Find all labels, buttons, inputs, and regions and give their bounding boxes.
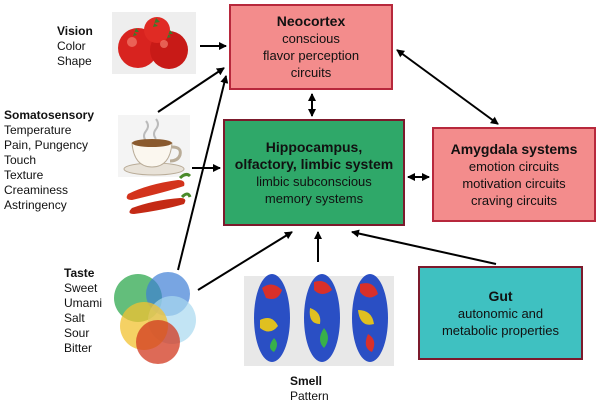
smell-brain-map-icon — [244, 274, 394, 366]
smell-title: Smell — [290, 374, 323, 388]
taste-line: Bitter — [64, 341, 93, 355]
coffee-cup-icon — [118, 115, 190, 177]
taste-line: Salt — [64, 311, 85, 325]
gut-box: Gut autonomic and metabolic properties — [418, 266, 583, 360]
somatosensory-line: Creaminess — [4, 183, 69, 197]
smell-label: Smell Pattern — [290, 374, 329, 404]
chili-pepper-icon — [126, 172, 192, 214]
hippocampus-box: Hippocampus, olfactory, limbic system li… — [223, 119, 405, 226]
vision-line: Color — [57, 39, 86, 53]
somatosensory-title: Somatosensory — [4, 108, 95, 122]
gut-title: Gut — [488, 287, 513, 304]
amygdala-title: Amygdala systems — [450, 140, 578, 157]
arrow-taste-to-hippocampus — [197, 231, 293, 291]
somatosensory-line: Texture — [4, 168, 44, 182]
amygdala-line: emotion circuits — [468, 158, 560, 174]
amygdala-line: motivation circuits — [462, 175, 566, 191]
taste-line: Sour — [64, 326, 90, 340]
amygdala-line: craving circuits — [471, 192, 557, 208]
neocortex-line: flavor perception — [262, 48, 360, 63]
taste-label: Taste Sweet Umami Salt Sour Bitter — [64, 266, 102, 356]
hippocampus-line: limbic subconscious — [256, 173, 372, 189]
arrow-gut-to-hippocampus — [351, 229, 497, 265]
somatosensory-line: Pain, Pungency — [4, 138, 89, 152]
neocortex-line: conscious — [282, 31, 340, 46]
hippocampus-line: memory systems — [264, 190, 364, 206]
taste-circles-icon — [114, 272, 196, 364]
arrow-neocortex-amygdala — [396, 49, 499, 125]
hippocampus-title: Hippocampus, — [265, 138, 363, 155]
neocortex-box: Neocortex conscious flavor perception ci… — [229, 4, 393, 90]
somatosensory-line: Touch — [4, 153, 37, 167]
somatosensory-label: Somatosensory Temperature Pain, Pungency… — [4, 108, 94, 213]
arrow-taste-to-neocortex — [177, 75, 229, 271]
smell-line: Pattern — [290, 389, 329, 403]
taste-line: Sweet — [64, 281, 98, 295]
amygdala-box: Amygdala systems emotion circuits motiva… — [432, 127, 596, 222]
vision-title: Vision — [57, 24, 93, 38]
somatosensory-line: Temperature — [4, 123, 72, 137]
arrow-somatosensory-to-neocortex — [157, 67, 225, 113]
gut-line: metabolic properties — [441, 322, 560, 338]
gut-line: autonomic and — [457, 305, 544, 321]
neocortex-title: Neocortex — [276, 13, 346, 29]
somatosensory-line: Astringency — [4, 198, 67, 212]
taste-title: Taste — [64, 266, 95, 280]
taste-line: Umami — [64, 296, 102, 310]
hippocampus-title: olfactory, limbic system — [234, 155, 394, 172]
tomato-icon — [112, 12, 196, 74]
neocortex-line: circuits — [290, 65, 332, 80]
vision-line: Shape — [57, 54, 92, 68]
vision-label: Vision Color Shape — [57, 24, 93, 69]
